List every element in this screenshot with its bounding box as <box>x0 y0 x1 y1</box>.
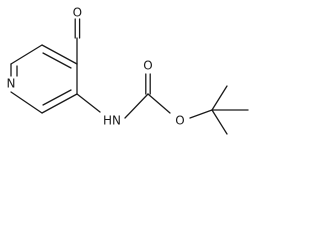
bond-ring-4 <box>10 91 43 114</box>
bond-ring-5-inner <box>42 89 72 106</box>
atom-amine: HN <box>103 114 121 128</box>
atom-carbonyl-oxygen: O <box>143 59 152 73</box>
bond-methyl-down <box>211 109 228 135</box>
bond-ring-1 <box>41 44 78 65</box>
bond-nh-carbonyl <box>124 93 149 119</box>
chemical-structure-diagram: O N HN O O <box>7 6 249 135</box>
bond-lines <box>10 18 249 135</box>
atom-ester-oxygen: O <box>175 114 184 128</box>
bond-ring-nh <box>76 93 101 113</box>
atom-aldehyde-oxygen: O <box>73 6 82 20</box>
bond-ring-2 <box>10 44 43 65</box>
atom-labels: O N HN O O <box>7 6 185 128</box>
bond-methyl-up <box>211 85 228 111</box>
atom-ring-nitrogen: N <box>7 77 16 91</box>
bond-ring-5 <box>41 93 78 114</box>
bond-carbonyl-ester-o <box>147 93 171 114</box>
bond-ester-o-quaternary-c <box>189 109 213 119</box>
bond-ring-1-inner <box>42 52 72 69</box>
